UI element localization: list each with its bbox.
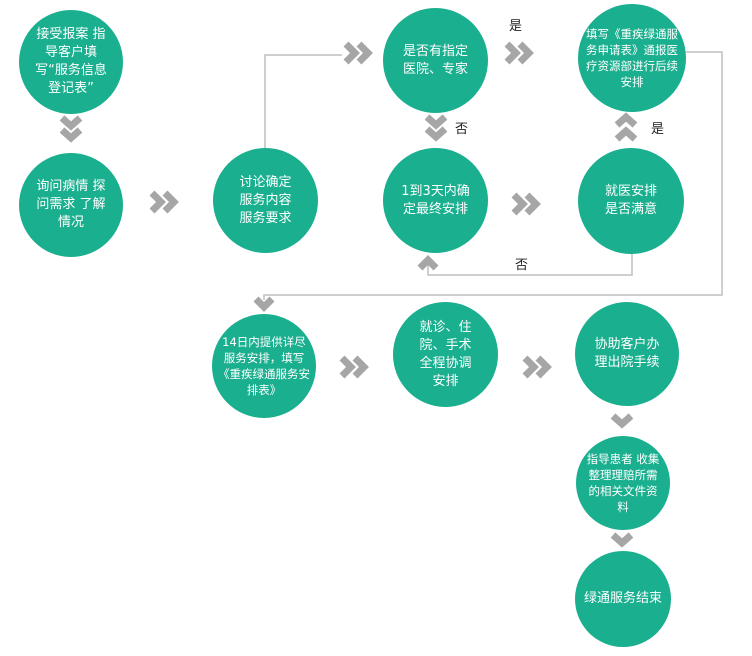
chevron-up-icon xyxy=(417,255,439,271)
node-discharge: 协助客户办理出院手续 xyxy=(575,302,679,406)
node-accept-report: 接受报案 指导客户填写“服务信息登记表” xyxy=(19,10,123,114)
chevron-down-icon xyxy=(253,296,275,312)
chevron-up-icon xyxy=(614,112,638,142)
label-no-satisfied: 否 xyxy=(515,258,529,273)
label-no-hospital: 否 xyxy=(455,122,469,137)
chevron-down-icon xyxy=(424,114,448,142)
node-fill-application: 填写《重疾绿通服务申请表》通报医疗资源部进行后续安排 xyxy=(578,4,686,112)
node-inquire-condition: 询问病情 探问需求 了解情况 xyxy=(19,153,123,257)
node-14day-arrangement: 14日内提供详尽服务安排，填写《重疾绿通服务安排表》 xyxy=(212,314,316,418)
chevron-down-icon xyxy=(610,413,634,429)
connector-unsatisfied-loop xyxy=(427,252,633,276)
node-confirm-arrangement: 1到3天内确定最终安排 xyxy=(383,148,488,253)
node-coordinate-treatment: 就诊、住院、手术全程协调安排 xyxy=(393,302,498,407)
connector-application-to-14day xyxy=(263,51,723,300)
node-designated-hospital: 是否有指定医院、专家 xyxy=(383,8,488,113)
chevron-right-icon xyxy=(504,41,534,65)
node-discuss-service: 讨论确定服务内容服务要求 xyxy=(213,148,318,253)
node-satisfaction-check: 就医安排是否满意 xyxy=(578,148,684,254)
node-service-end: 绿通服务结束 xyxy=(575,551,671,647)
chevron-right-icon xyxy=(343,41,373,65)
chevron-right-icon xyxy=(511,192,541,216)
chevron-right-icon xyxy=(522,355,552,379)
node-collect-claims: 指导患者 收集整理理赔所需的相关文件资料 xyxy=(576,436,670,530)
label-yes-satisfied: 是 xyxy=(651,122,665,137)
connector-discuss-to-hospital xyxy=(264,54,342,150)
chevron-down-icon xyxy=(610,532,634,548)
chevron-right-icon xyxy=(339,355,369,379)
chevron-right-icon xyxy=(149,190,179,214)
chevron-down-icon xyxy=(59,115,83,143)
label-yes-hospital: 是 xyxy=(509,19,523,34)
